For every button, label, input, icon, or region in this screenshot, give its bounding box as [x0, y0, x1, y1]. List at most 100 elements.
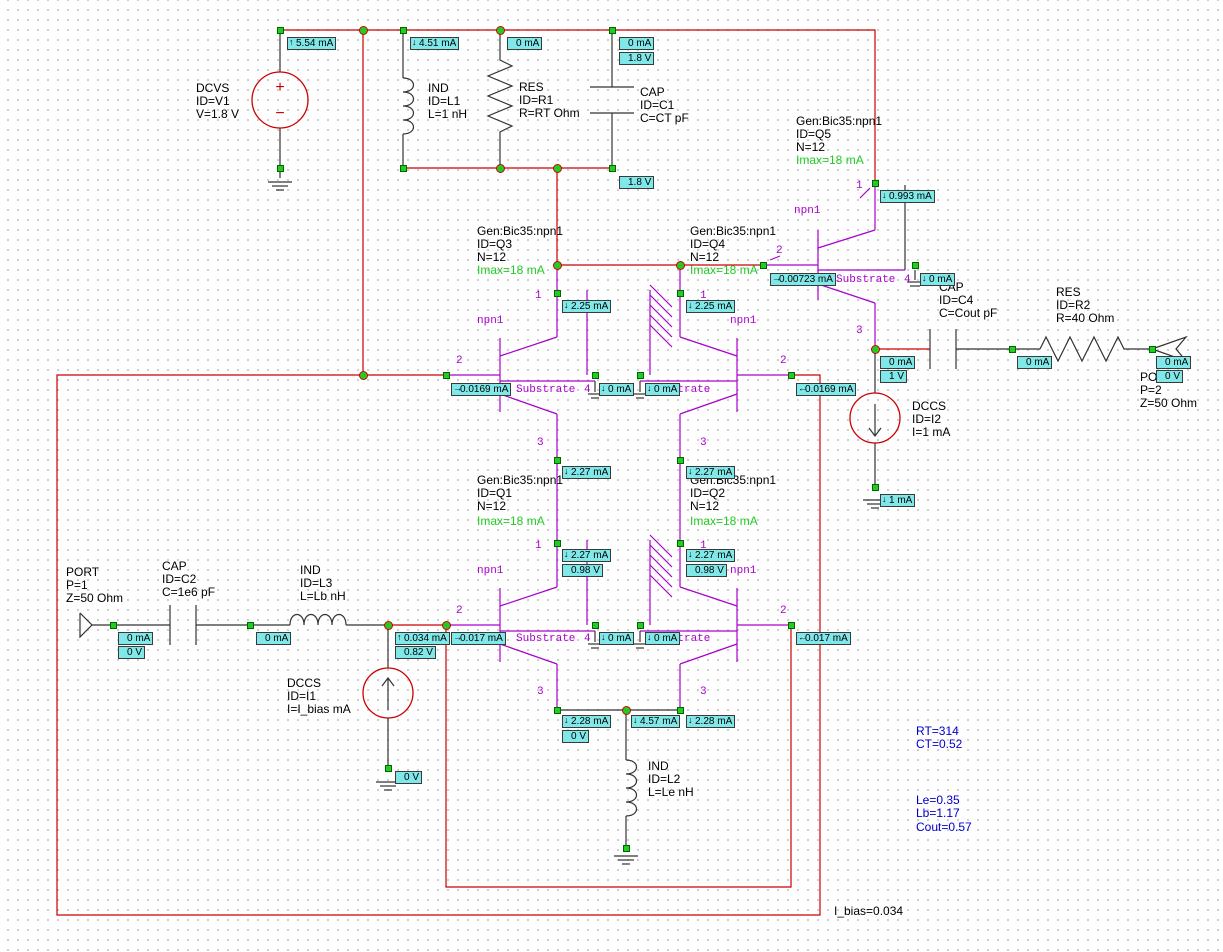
- meas-port1-voltage[interactable]: 0 V: [118, 646, 146, 659]
- meas-i2-current[interactable]: ↓1 mA: [880, 494, 916, 507]
- node-port2[interactable]: [1149, 346, 1156, 353]
- node-v1-bottom[interactable]: [277, 165, 284, 172]
- meas-q5-base[interactable]: →0.00723 mA: [770, 273, 836, 286]
- node-c2-right[interactable]: [247, 622, 254, 629]
- meas-q2-collector-voltage[interactable]: 0.98 V: [686, 564, 727, 577]
- node-q2-collector[interactable]: [677, 540, 684, 547]
- meas-q2-base[interactable]: ←0.017 mA: [796, 632, 851, 645]
- node-q3-collector[interactable]: [554, 290, 561, 297]
- node-port1[interactable]: [110, 622, 117, 629]
- equation-cout[interactable]: Cout=0.57: [916, 820, 972, 834]
- meas-q5-substrate[interactable]: ↓0 mA: [920, 273, 956, 286]
- voltage-source-v1[interactable]: + −: [251, 30, 309, 178]
- node-q2-substrate[interactable]: [637, 622, 644, 629]
- node-l2-bottom[interactable]: [623, 845, 630, 852]
- node-q3-substrate[interactable]: [592, 372, 599, 379]
- node-q2-base-pin[interactable]: [788, 622, 795, 629]
- junction-q1-base[interactable]: [442, 621, 451, 630]
- transistor-q2[interactable]: [640, 460, 791, 710]
- resistor-r2[interactable]: [1039, 335, 1152, 363]
- meas-q4-base[interactable]: ←0.0169 mA: [796, 383, 857, 396]
- node-v1-top[interactable]: [277, 27, 284, 34]
- port-1[interactable]: [79, 612, 170, 639]
- meas-base-voltage[interactable]: 0.82 V: [395, 646, 436, 659]
- meas-r1-current[interactable]: 0 mA: [507, 37, 543, 50]
- meas-l1-current[interactable]: ↓4.51 mA: [410, 37, 460, 50]
- meas-port2-voltage[interactable]: 0 V: [1156, 370, 1184, 383]
- meas-c1-current[interactable]: 0 mA: [619, 37, 655, 50]
- junction-r1-bottom[interactable]: [496, 164, 505, 173]
- equation-ibias[interactable]: I_bias=0.034: [834, 904, 904, 918]
- meas-q1-collector-voltage[interactable]: 0.98 V: [562, 564, 603, 577]
- node-l1-top[interactable]: [400, 27, 407, 34]
- current-source-i1[interactable]: [362, 625, 414, 791]
- meas-v1-current[interactable]: ↑5.54 mA: [287, 37, 337, 50]
- meas-q1-collector[interactable]: ↓2.27 mA: [562, 549, 612, 562]
- meas-q5-collector[interactable]: ↓0.993 mA: [880, 190, 935, 203]
- capacitor-c2[interactable]: [169, 605, 290, 645]
- meas-q3-collector[interactable]: ↓2.25 mA: [562, 300, 612, 313]
- junction-top-a[interactable]: [359, 26, 368, 35]
- meas-q3-substrate[interactable]: ↓0 mA: [599, 383, 635, 396]
- node-l1-bottom[interactable]: [400, 165, 407, 172]
- junction-left-rail[interactable]: [359, 371, 368, 380]
- meas-q1-base[interactable]: →0.017 mA: [451, 632, 506, 645]
- meas-port2-current[interactable]: 0 mA: [1156, 356, 1192, 369]
- meas-output-voltage[interactable]: 1 V: [880, 370, 908, 383]
- node-q4-collector[interactable]: [677, 290, 684, 297]
- junction-q4-base[interactable]: [676, 261, 685, 270]
- node-i2-bottom[interactable]: [872, 484, 879, 491]
- transistor-q3[interactable]: [446, 265, 595, 460]
- equation-le[interactable]: Le=0.35: [916, 793, 960, 807]
- equation-rt[interactable]: RT=314: [916, 724, 959, 738]
- meas-i1-voltage[interactable]: 0 V: [395, 771, 423, 784]
- meas-q4-collector[interactable]: ↓2.25 mA: [686, 300, 736, 313]
- meas-output-current[interactable]: 0 mA: [880, 356, 916, 369]
- meas-q2-emitter[interactable]: ↓2.28 mA: [686, 715, 736, 728]
- transistor-q4[interactable]: [640, 265, 791, 460]
- node-q5-collector[interactable]: [872, 180, 879, 187]
- node-q1-emitter[interactable]: [554, 707, 561, 714]
- meas-c2-current[interactable]: 0 mA: [256, 632, 292, 645]
- node-c4-right[interactable]: [1009, 346, 1016, 353]
- node-q5-base[interactable]: [760, 262, 767, 269]
- junction-output[interactable]: [871, 345, 880, 354]
- meas-q4-emitter[interactable]: ↓2.27 mA: [686, 466, 736, 479]
- meas-c4-current[interactable]: 0 mA: [1017, 356, 1053, 369]
- inductor-l3[interactable]: [289, 613, 388, 626]
- node-i1-bottom[interactable]: [385, 765, 392, 772]
- meas-q2-substrate[interactable]: ↓0 mA: [645, 632, 681, 645]
- node-q4-substrate[interactable]: [637, 372, 644, 379]
- capacitor-c1[interactable]: [590, 30, 634, 168]
- node-q4-emitter[interactable]: [677, 457, 684, 464]
- node-q2-emitter[interactable]: [677, 707, 684, 714]
- junction-tank-out[interactable]: [553, 164, 562, 173]
- resistor-r1[interactable]: [486, 30, 514, 168]
- meas-l3-current[interactable]: ↑0.034 mA: [395, 632, 450, 645]
- meas-q3-base[interactable]: →0.0169 mA: [451, 383, 512, 396]
- node-q1-substrate[interactable]: [592, 622, 599, 629]
- meas-emitter-voltage[interactable]: 0 V: [562, 730, 590, 743]
- inductor-l1[interactable]: [402, 30, 415, 168]
- node-q3-base-pin[interactable]: [443, 372, 450, 379]
- meas-port1-current[interactable]: 0 mA: [118, 632, 154, 645]
- capacitor-c4[interactable]: [929, 329, 1040, 369]
- current-source-i2[interactable]: [849, 349, 901, 509]
- inductor-l2[interactable]: [557, 709, 680, 865]
- meas-node-voltage[interactable]: 1.8 V: [619, 176, 655, 189]
- equation-lb[interactable]: Lb=1.17: [916, 806, 960, 820]
- meas-q3-emitter[interactable]: ↓2.27 mA: [562, 466, 612, 479]
- meas-c1-voltage[interactable]: 1.8 V: [619, 52, 655, 65]
- node-q4-base-pin[interactable]: [788, 372, 795, 379]
- meas-q4-substrate[interactable]: ↓0 mA: [645, 383, 681, 396]
- junction-q3-base[interactable]: [553, 261, 562, 270]
- node-c1-top[interactable]: [609, 27, 616, 34]
- meas-q1-substrate[interactable]: ↓0 mA: [599, 632, 635, 645]
- junction-emitter-bus[interactable]: [622, 706, 631, 715]
- equation-ct[interactable]: CT=0.52: [916, 737, 963, 751]
- node-q3-emitter[interactable]: [554, 457, 561, 464]
- junction-r1-top[interactable]: [496, 26, 505, 35]
- meas-q1-emitter[interactable]: ↓2.28 mA: [562, 715, 612, 728]
- transistor-q5[interactable]: [763, 183, 923, 349]
